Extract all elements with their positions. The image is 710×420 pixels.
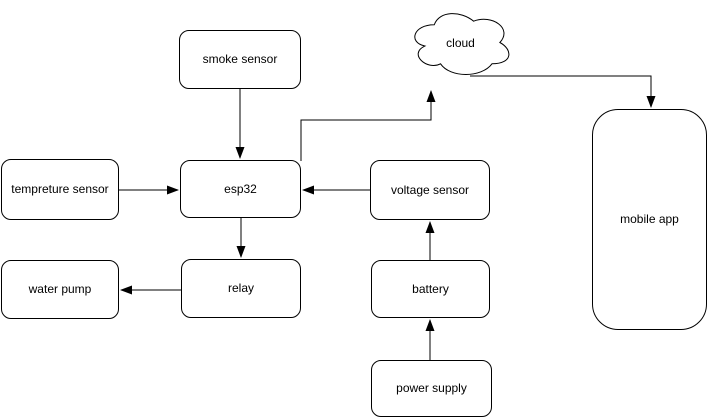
node-power-supply: power supply <box>371 360 492 417</box>
node-tempreture-sensor: tempreture sensor <box>1 159 119 220</box>
node-label: tempreture sensor <box>11 182 109 197</box>
node-mobile-app: mobile app <box>592 109 707 330</box>
edge-esp32-to-cloud <box>300 90 436 161</box>
node-water-pump: water pump <box>1 260 119 319</box>
node-label: cloud <box>446 35 475 50</box>
node-smoke-sensor: smoke sensor <box>179 30 301 89</box>
cloud-icon <box>414 13 510 75</box>
node-voltage-sensor: voltage sensor <box>370 160 490 220</box>
node-label: mobile app <box>620 212 679 227</box>
node-label: voltage sensor <box>390 182 470 197</box>
edge-cloud-to-mobile-app <box>470 75 656 108</box>
node-battery: battery <box>371 260 490 318</box>
node-label: water pump <box>28 282 92 297</box>
node-label: power supply <box>396 381 467 396</box>
node-label: relay <box>227 281 254 296</box>
node-esp32: esp32 <box>180 160 301 218</box>
node-relay: relay <box>181 259 301 318</box>
node-cloud: cloud <box>408 7 513 78</box>
node-label: battery <box>412 281 449 296</box>
node-label: esp32 <box>224 181 257 196</box>
node-label: smoke sensor <box>202 52 278 67</box>
